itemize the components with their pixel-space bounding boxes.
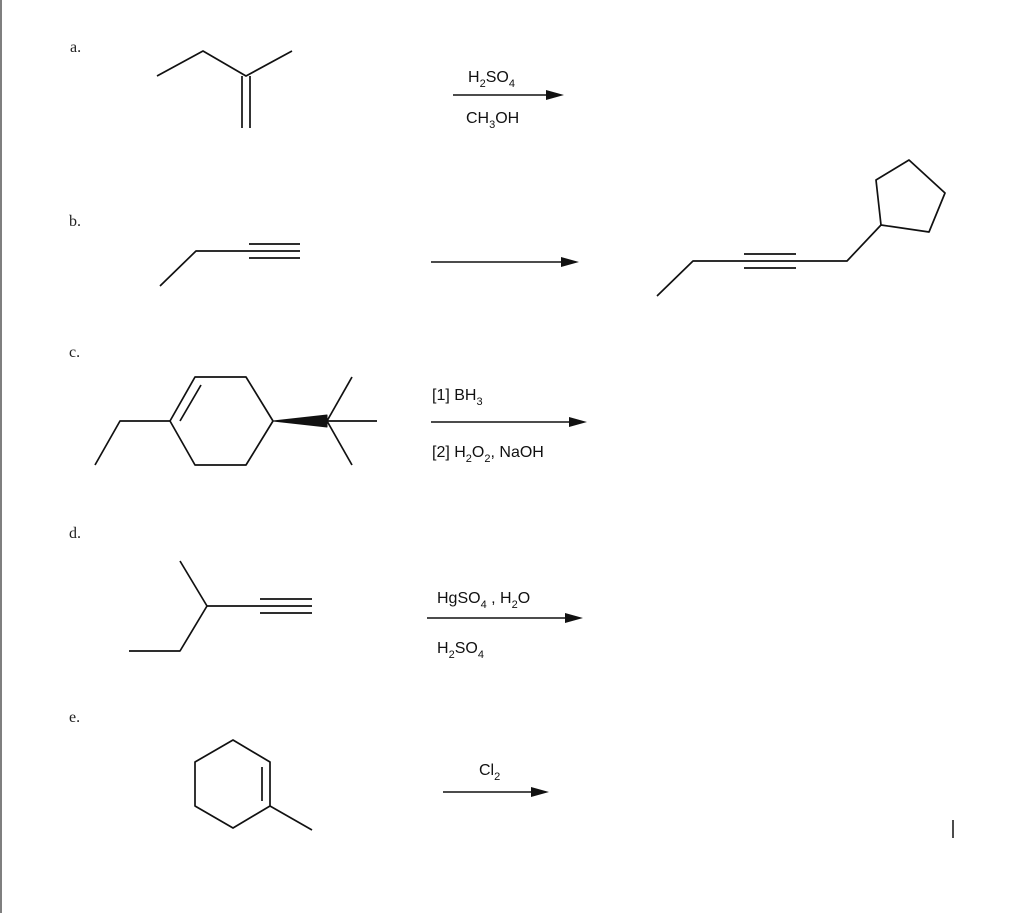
reagent-a-below: CH3OH [466, 110, 519, 131]
reaction-arrow-e [443, 787, 549, 797]
reaction-arrow-b [431, 257, 579, 267]
reaction-arrow-d [427, 613, 583, 623]
problem-label-a: a. [70, 39, 81, 56]
problem-label-d: d. [69, 525, 81, 542]
reactant-a-2-methyl-1-butene [156, 50, 293, 128]
reactant-d-3-methyl-1-pentyne [129, 560, 312, 652]
problem-c: c. [1] BH3 [2] H2O2, NaOH [69, 344, 587, 466]
problem-b: b. [69, 159, 946, 297]
reagent-d-above: HgSO4 , H2O [437, 590, 530, 611]
product-b-cyclopentyl-alkyne [656, 159, 946, 297]
reagent-d-below: H2SO4 [437, 640, 484, 661]
reagent-c-above: [1] BH3 [432, 387, 483, 408]
reagent-e-above: Cl2 [479, 762, 500, 783]
problem-a: a. H2SO4 CH3OH [70, 39, 564, 131]
reaction-arrow-a [453, 90, 564, 100]
problem-label-c: c. [69, 344, 80, 361]
reactant-c-ethyl-tertbutyl-cyclohexene [94, 376, 377, 466]
problem-label-e: e. [69, 709, 80, 726]
reactant-b-1-butyne [159, 243, 300, 287]
problem-label-b: b. [69, 213, 81, 230]
reaction-arrow-c [431, 417, 587, 427]
reagent-c-below: [2] H2O2, NaOH [432, 444, 544, 465]
reactant-e-1-methylcyclohexene [194, 739, 313, 831]
problem-e: e. Cl2 [69, 709, 549, 831]
reagent-a-above: H2SO4 [468, 69, 515, 90]
problem-d: d. HgSO4 , H2O H2SO4 [69, 525, 583, 661]
